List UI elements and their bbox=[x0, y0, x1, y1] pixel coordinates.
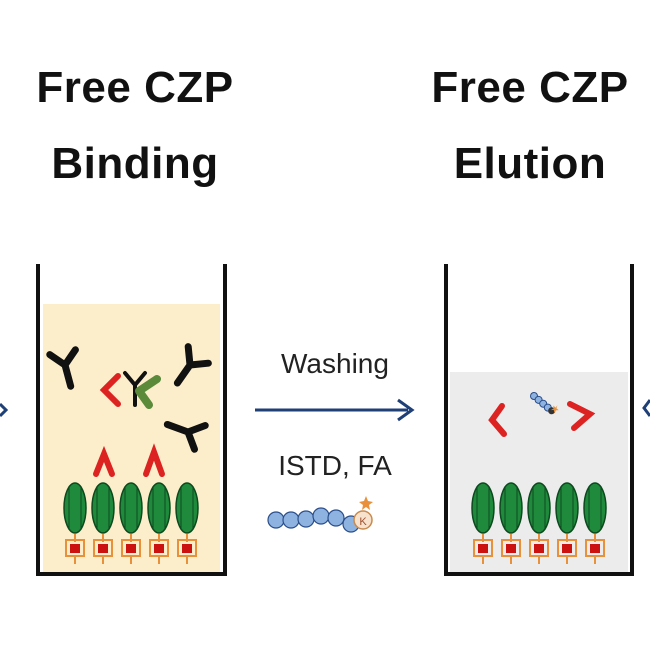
antibody-icon bbox=[163, 420, 209, 453]
elution-title: Free CZP Elution bbox=[400, 50, 650, 202]
receptor-icon bbox=[499, 482, 523, 564]
antibody-icon bbox=[173, 343, 212, 387]
receptor-icon bbox=[583, 482, 607, 564]
right-edge-arrow-icon bbox=[642, 399, 650, 417]
receptor-row bbox=[63, 482, 199, 564]
istd-fa-label: ISTD, FA bbox=[278, 450, 392, 481]
bound-fab-icon bbox=[93, 445, 115, 477]
isotope-star-icon bbox=[359, 496, 373, 510]
binding-title: Free CZP Binding bbox=[0, 50, 270, 202]
elution-title-line2: Elution bbox=[453, 139, 607, 188]
binding-title-line1: Free CZP bbox=[36, 63, 234, 112]
eluted-fab-icon bbox=[567, 401, 596, 431]
eluted-fab-icon bbox=[488, 403, 507, 437]
elution-title-line1: Free CZP bbox=[431, 63, 629, 112]
receptor-icon bbox=[175, 482, 199, 564]
left-edge-arrow-icon bbox=[0, 402, 9, 418]
receptor-icon bbox=[63, 482, 87, 564]
receptor-icon bbox=[91, 482, 115, 564]
binding-title-line2: Binding bbox=[51, 139, 219, 188]
receptor-row bbox=[471, 482, 607, 564]
washing-arrow-icon bbox=[255, 398, 415, 422]
elution-well-wall bbox=[444, 264, 634, 576]
antibody-icon bbox=[46, 346, 79, 390]
receptor-icon bbox=[147, 482, 171, 564]
binding-well-wall bbox=[36, 264, 227, 576]
istd-peptide-icon: K bbox=[267, 496, 373, 533]
bound-fab-icon bbox=[143, 443, 165, 477]
binding-well bbox=[36, 264, 227, 576]
receptor-icon bbox=[527, 482, 551, 564]
receptor-icon bbox=[471, 482, 495, 564]
elution-well bbox=[444, 264, 634, 576]
receptor-icon bbox=[555, 482, 579, 564]
washing-label: Washing bbox=[281, 348, 389, 379]
eluted-peptide-icon bbox=[530, 392, 559, 415]
fab-fragment-icon bbox=[99, 373, 121, 407]
lysine-label: K bbox=[359, 516, 367, 528]
lysine-residue-icon bbox=[353, 510, 373, 530]
receptor-icon bbox=[119, 482, 143, 564]
bound-antibody-complex-icon bbox=[123, 371, 161, 409]
